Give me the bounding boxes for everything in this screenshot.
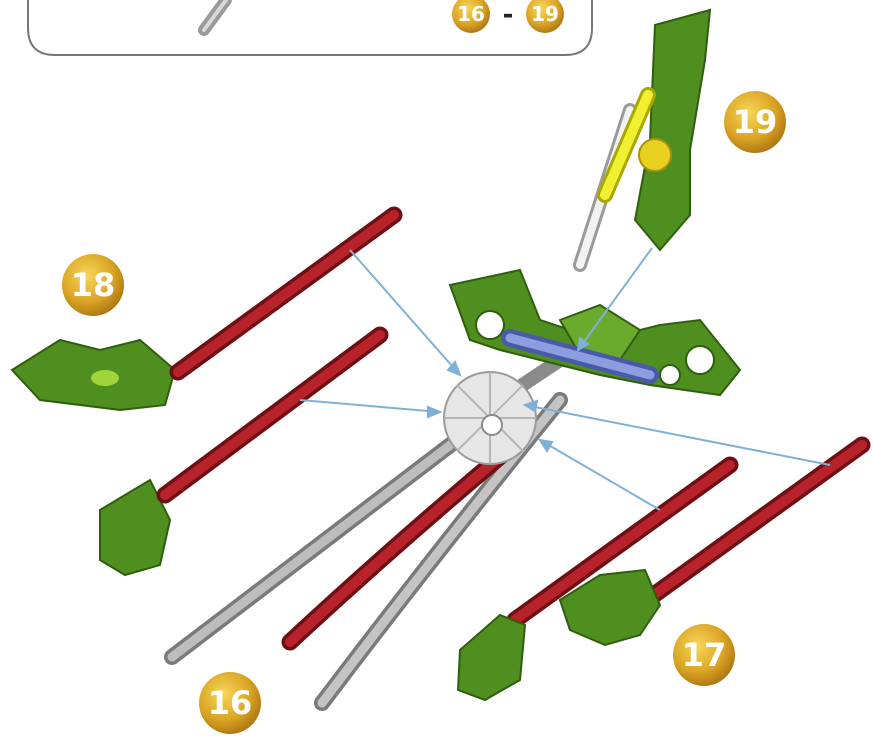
step-range-start-label: 16 xyxy=(457,2,485,26)
step-badge-19-label: 19 xyxy=(733,103,778,141)
step-range-panel: 16 - 19 xyxy=(28,0,592,55)
step-badge-16-label: 16 xyxy=(208,684,253,722)
step-17-assembly xyxy=(458,445,862,700)
white-hub-connector xyxy=(444,372,536,464)
step-range-end-label: 19 xyxy=(531,2,559,26)
step-range-separator: - xyxy=(503,0,514,30)
step-badge-16: 16 xyxy=(199,672,261,734)
assembly-arrows xyxy=(300,248,830,510)
step-badge-17: 17 xyxy=(673,624,735,686)
step-badge-18: 18 xyxy=(62,254,124,316)
step-badge-19: 19 xyxy=(724,91,786,153)
step-19-assembly xyxy=(580,10,710,265)
red-rod-17-right xyxy=(640,445,862,605)
step-badge-17-label: 17 xyxy=(682,636,727,674)
step-badge-18-label: 18 xyxy=(71,266,116,304)
